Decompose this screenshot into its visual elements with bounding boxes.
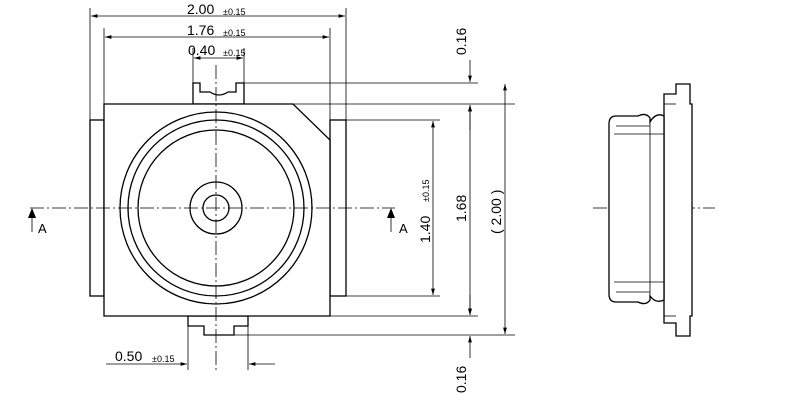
top-view [30,65,395,372]
bottom-050-value: 0.50 [115,348,142,364]
dim-height-168: 1.68 [453,105,472,315]
section-label-right: A [399,221,408,236]
dim-height-200: ( 2.00 ) [488,84,507,334]
section-label-left: A [38,221,47,236]
tab-bottom-016-value: 0.16 [453,366,469,393]
side-view [593,83,715,337]
dim-height-140: 1.40 ±0.15 [417,121,435,295]
dim-tab-top-016: 0.16 [453,28,472,130]
dim-bottom-050: 0.50 ±0.15 [106,326,275,370]
tab-040-value: 0.40 [188,42,215,58]
tab-040-tol: ±0.15 [223,48,245,58]
width-176-value: 1.76 [187,22,214,38]
dim-tab-bottom-016: 0.16 [453,295,472,393]
bottom-tab [187,315,249,336]
dim-width-176: 1.76 ±0.15 [103,22,331,120]
side-flange [663,83,693,337]
section-a-left: A [28,208,47,236]
dim-tab-040: 0.40 ±0.15 [188,42,245,83]
height-168-value: 1.68 [453,195,469,222]
height-140-tol: ±0.15 [421,180,431,202]
tab-top-016-value: 0.16 [453,28,469,55]
height-200-value: ( 2.00 ) [488,190,504,234]
top-tab [192,82,245,105]
bottom-050-tol: ±0.15 [152,354,174,364]
section-a-right: A [387,208,408,236]
height-140-value: 1.40 [417,216,433,243]
width-176-tol: ±0.15 [223,28,245,38]
side-body [608,113,665,305]
width-200-value: 2.00 [187,1,214,17]
dim-width-200: 2.00 ±0.15 [89,1,347,120]
width-200-tol: ±0.15 [223,7,245,17]
